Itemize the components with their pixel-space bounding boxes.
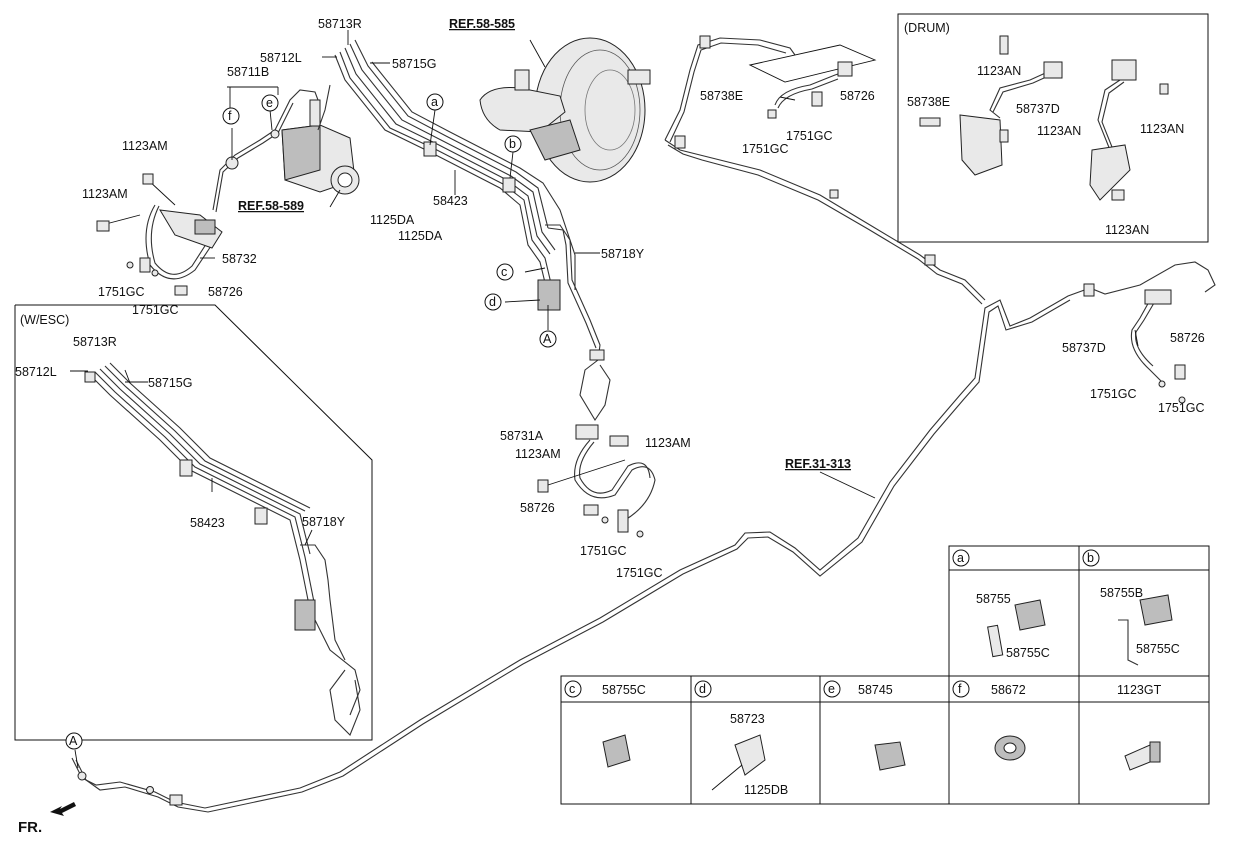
svg-text:d: d (699, 682, 706, 696)
label-1123am-4: 1123AM (515, 447, 561, 461)
esc-label-58715g: 58715G (148, 376, 192, 390)
rear-hose-58738e (748, 44, 877, 119)
svg-text:a: a (431, 95, 438, 109)
label-1125da-2: 1125DA (398, 229, 443, 243)
callout-b: b (504, 135, 522, 153)
table-cell-e: e 58745 (823, 680, 893, 698)
svg-text:58755B: 58755B (1100, 586, 1143, 600)
svg-text:d: d (489, 295, 496, 309)
svg-text:58723: 58723 (730, 712, 765, 726)
pipe-bundle-58423 (317, 39, 611, 422)
label-1751gc-4: 1751GC (742, 142, 789, 156)
label-1123am-2: 1123AM (82, 187, 128, 201)
label-58738e: 58738E (700, 89, 743, 103)
table-cell-c: c 58755C (564, 680, 646, 698)
callout-e: e (261, 94, 279, 112)
label-1123am-3: 1123AM (645, 436, 691, 450)
table-cell-d: d 58723 1125DB (694, 680, 788, 797)
svg-text:58755C: 58755C (602, 683, 646, 697)
callout-A-main: A (539, 330, 557, 348)
hose-58711b (212, 89, 319, 213)
label-58718y: 58718Y (601, 247, 645, 261)
label-1751gc-1: 1751GC (98, 285, 145, 299)
drum-label-1123an-2: 1123AN (1140, 122, 1184, 136)
label-58712l: 58712L (260, 51, 302, 65)
svg-text:b: b (1087, 551, 1094, 565)
label-58726-4: 58726 (1170, 331, 1205, 345)
drum-box (897, 13, 1209, 243)
parts-table (560, 545, 1210, 805)
label-58715g: 58715G (392, 57, 436, 71)
svg-text:e: e (266, 96, 273, 110)
label-1751gc-6: 1751GC (616, 566, 663, 580)
svg-text:58745: 58745 (858, 683, 893, 697)
label-58726-2: 58726 (840, 89, 875, 103)
table-cell-b: b 58755B 58755C (1082, 549, 1180, 656)
ref-58-585-label: REF.58-585 (449, 17, 515, 31)
rear-center-hose-58731a (537, 424, 656, 538)
svg-text:A: A (543, 332, 552, 346)
svg-text:58755C: 58755C (1136, 642, 1180, 656)
front-direction-indicator: FR. (18, 802, 76, 836)
callout-f: f (222, 107, 240, 125)
drum-label-1123an-3: 1123AN (1037, 124, 1081, 138)
svg-text:1123GT: 1123GT (1117, 683, 1162, 697)
drum-title: (DRUM) (904, 21, 950, 35)
label-1751gc-5: 1751GC (580, 544, 627, 558)
esc-label-58712l: 58712L (15, 365, 57, 379)
drum-label-1123an-4: 1123AN (1105, 223, 1149, 237)
svg-text:A: A (69, 734, 78, 748)
label-58726-3: 58726 (520, 501, 555, 515)
front-hose-58732 (96, 173, 223, 296)
svg-text:1125DB: 1125DB (744, 783, 788, 797)
ref-31-313-label: REF.31-313 (785, 457, 851, 471)
svg-text:e: e (828, 682, 835, 696)
drum-label-58738e: 58738E (907, 95, 950, 109)
svg-text:58755C: 58755C (1006, 646, 1050, 660)
svg-text:f: f (958, 682, 962, 696)
label-1751gc-2: 1751GC (132, 303, 179, 317)
esc-box (14, 304, 373, 741)
drum-label-1123an-1: 1123AN (977, 64, 1021, 78)
label-58737d: 58737D (1062, 341, 1106, 355)
callout-c: c (496, 263, 514, 281)
leader-lines (70, 30, 1139, 769)
label-58726-1: 58726 (208, 285, 243, 299)
label-58423: 58423 (433, 194, 468, 208)
svg-text:FR.: FR. (18, 819, 42, 836)
label-58731a: 58731A (500, 429, 544, 443)
label-1123am-1: 1123AM (122, 139, 168, 153)
svg-text:f: f (228, 109, 232, 123)
table-cell-f: f 58672 (952, 680, 1026, 698)
label-1751gc-3: 1751GC (786, 129, 833, 143)
rear-hose-58737d (1130, 289, 1186, 404)
ref-58-589-label: REF.58-589 (238, 199, 304, 213)
label-1751gc-8: 1751GC (1158, 401, 1205, 415)
rear-brake-pipe (71, 35, 1216, 813)
label-58732: 58732 (222, 252, 257, 266)
label-58711b: 58711B (227, 65, 269, 79)
label-1751gc-7: 1751GC (1090, 387, 1137, 401)
label-58713r: 58713R (318, 17, 362, 31)
callout-d: d (484, 293, 502, 311)
svg-text:58755: 58755 (976, 592, 1011, 606)
esc-label-58423: 58423 (190, 516, 225, 530)
esc-label-58718y: 58718Y (302, 515, 346, 529)
callout-A-rear: A (65, 732, 83, 750)
esc-title: (W/ESC) (20, 313, 69, 327)
drum-label-58737d: 58737D (1016, 102, 1060, 116)
table-cell-g: 1123GT (1117, 683, 1162, 697)
brake-booster (479, 37, 651, 183)
svg-text:c: c (569, 682, 575, 696)
label-1125da-1: 1125DA (370, 213, 415, 227)
svg-text:58672: 58672 (991, 683, 1026, 697)
svg-text:b: b (509, 137, 516, 151)
abs-module (281, 99, 360, 195)
esc-label-58713r: 58713R (73, 335, 117, 349)
table-cell-a: a 58755 58755C (952, 549, 1050, 660)
svg-text:a: a (957, 551, 964, 565)
svg-text:c: c (501, 265, 507, 279)
callout-a: a (426, 93, 444, 111)
